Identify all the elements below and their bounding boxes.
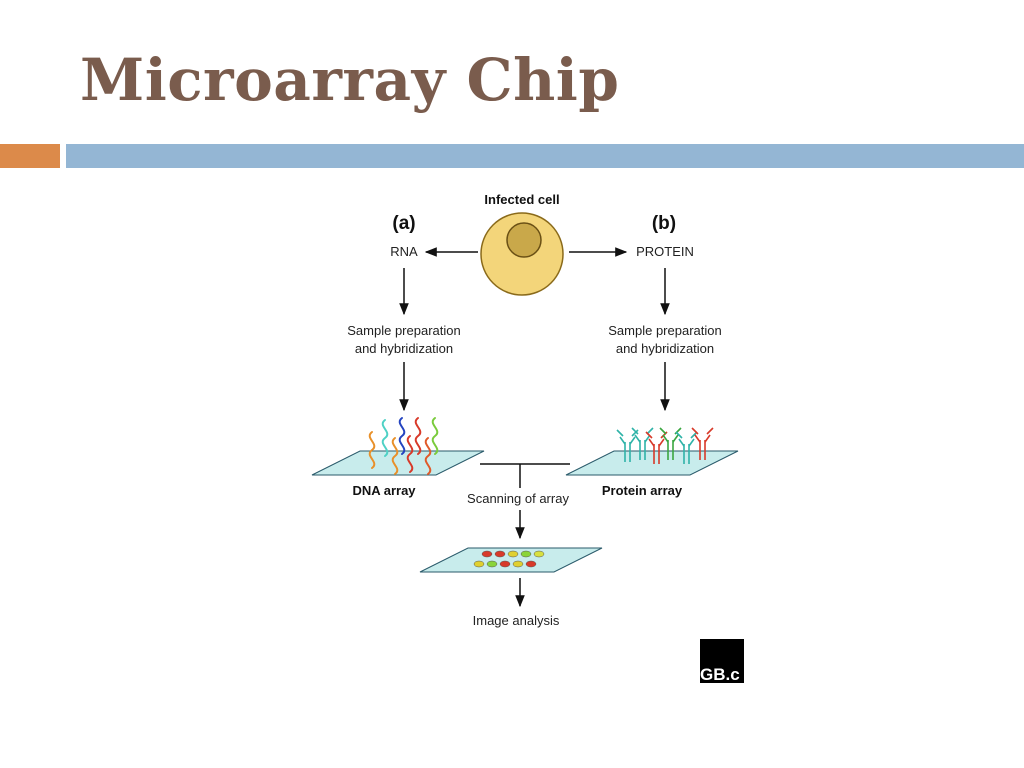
protein-array-slide — [565, 450, 739, 476]
protein-array-label: Protein array — [602, 483, 683, 498]
infected-cell-label: Infected cell — [484, 192, 559, 207]
panel-b-tag: (b) — [652, 213, 676, 234]
sample-prep-b-line1: Sample preparation — [608, 323, 721, 338]
accent-bar-orange — [0, 144, 60, 168]
rna-label: RNA — [390, 244, 418, 259]
dna-strands — [368, 417, 439, 475]
scanned-slide — [419, 547, 603, 573]
sample-prep-a-line2: and hybridization — [355, 341, 453, 356]
sample-prep-a-line1: Sample preparation — [347, 323, 460, 338]
sample-prep-b-line2: and hybridization — [616, 341, 714, 356]
logo-block — [700, 639, 744, 683]
dna-array-label: DNA array — [352, 483, 416, 498]
dna-array-slide — [311, 450, 485, 476]
protein-label: PROTEIN — [636, 244, 694, 259]
logo-text: GB.c — [700, 665, 740, 684]
scanning-label: Scanning of array — [467, 491, 569, 506]
scan-spots — [473, 550, 545, 568]
image-analysis-label: Image analysis — [473, 613, 560, 628]
accent-bar-blue — [66, 144, 1024, 168]
cell-nucleus — [506, 222, 542, 258]
panel-a-tag: (a) — [392, 213, 415, 234]
antibody-probes — [616, 427, 714, 464]
slide-title: Microarray Chip — [80, 46, 620, 114]
